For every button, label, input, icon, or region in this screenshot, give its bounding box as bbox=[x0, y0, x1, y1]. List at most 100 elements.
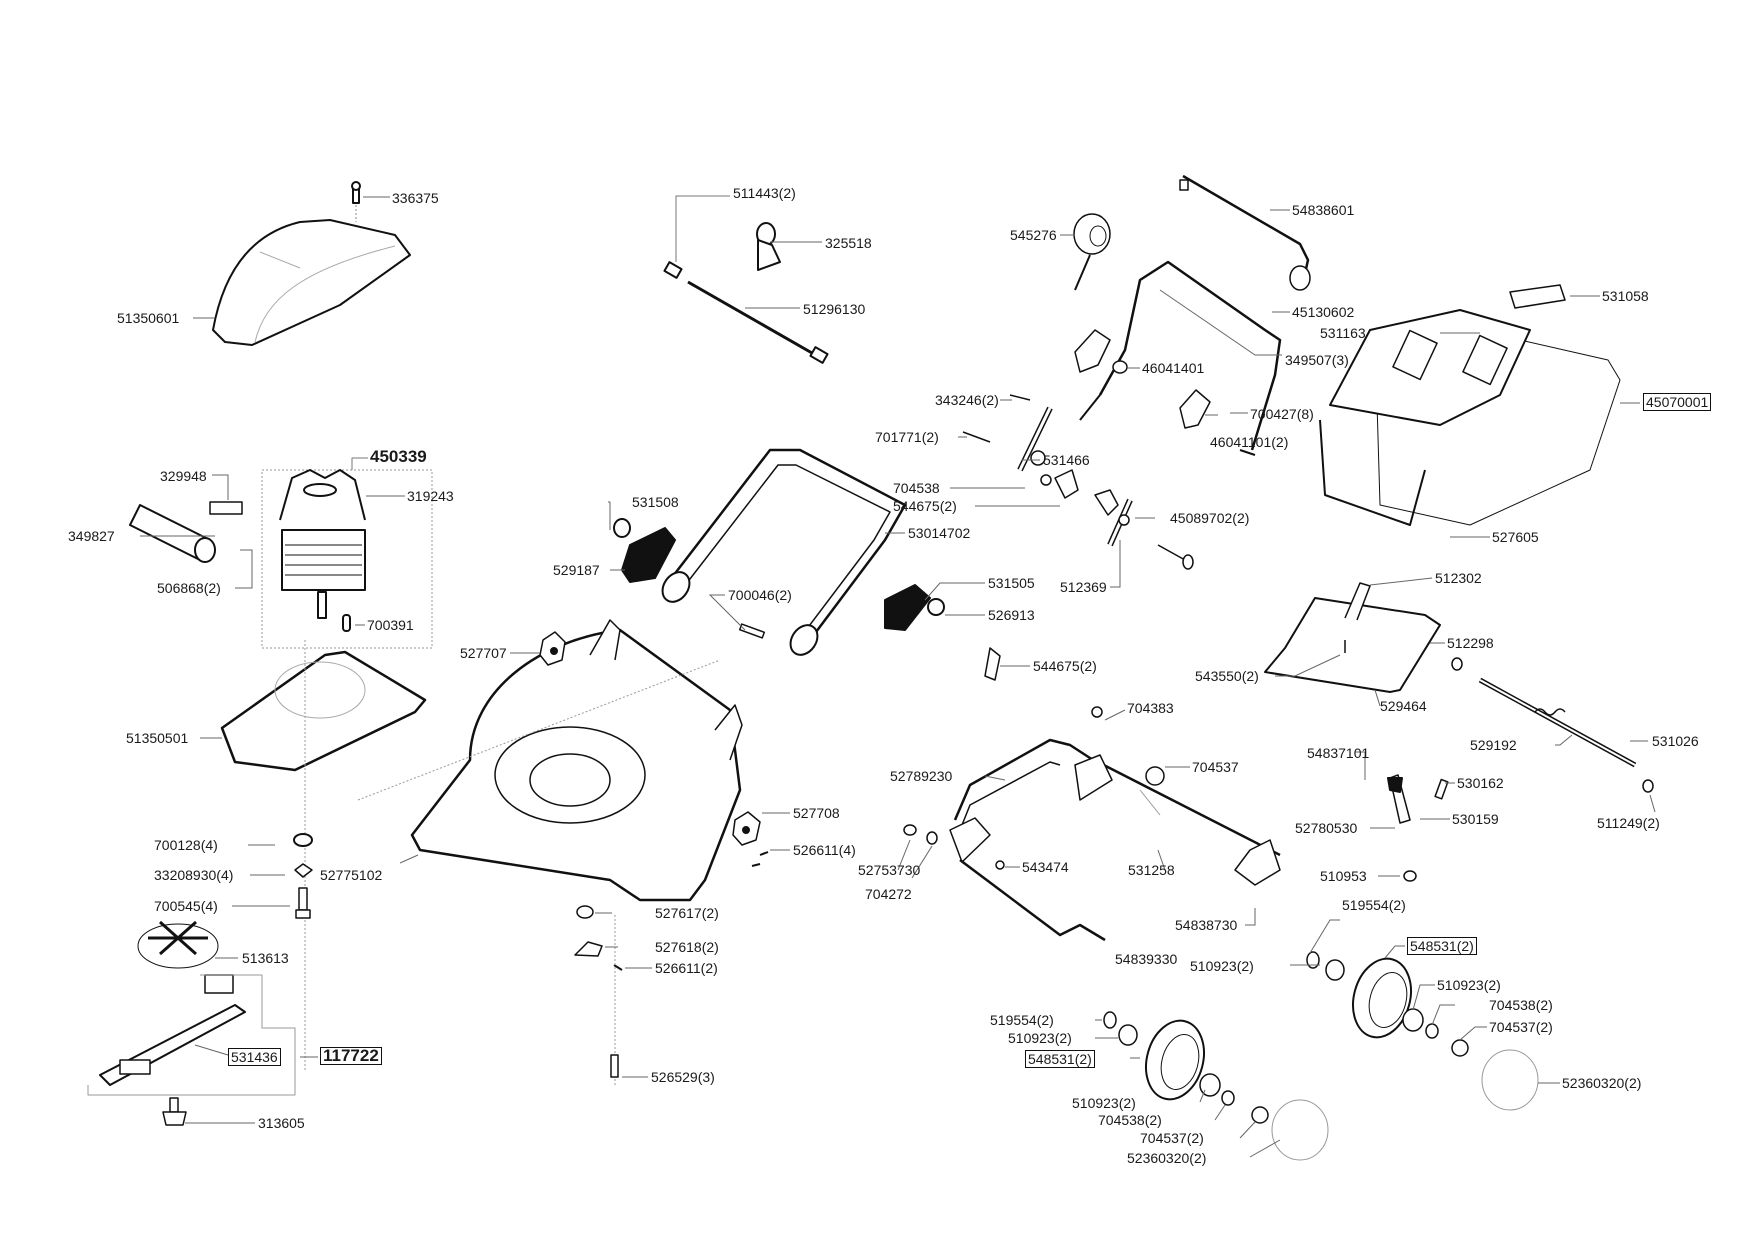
hinge-block-drawing bbox=[884, 584, 1001, 681]
label-handle-screw: 700046(2) bbox=[728, 587, 792, 603]
label-switch-knob: 531508 bbox=[632, 494, 679, 510]
height-frame-drawing bbox=[949, 738, 1281, 942]
label-safety-key: 325518 bbox=[825, 235, 872, 251]
cover-screw-drawing bbox=[351, 181, 361, 222]
label-cable: 51296130 bbox=[803, 301, 866, 317]
label-washer-704538: 704538 bbox=[893, 480, 940, 496]
label-hub-front-outer: 510923(2) bbox=[1072, 1095, 1136, 1111]
lower-handle-drawing bbox=[661, 448, 907, 656]
label-bolt-704383: 704383 bbox=[1127, 700, 1174, 716]
label-nut-511249: 511249(2) bbox=[1597, 815, 1660, 831]
label-pin-529464: 529464 bbox=[1380, 698, 1427, 714]
label-motor-housing: 51350501 bbox=[126, 730, 189, 746]
deck-small-parts-drawing bbox=[574, 851, 769, 1085]
label-washer-rear: 704538(2) bbox=[1489, 997, 1553, 1013]
label-bracket-527618: 527618(2) bbox=[655, 939, 719, 955]
label-hinge-cover-right: 527708 bbox=[793, 805, 840, 821]
label-wheel-rear: 548531(2) bbox=[1407, 937, 1477, 955]
blade-bolt-drawing bbox=[162, 1097, 187, 1126]
label-mid-tube: 45089702(2) bbox=[1170, 510, 1250, 526]
cable-pulley-drawing bbox=[1073, 213, 1111, 291]
label-bushing: 526913 bbox=[988, 607, 1035, 623]
label-nut-front: 704537(2) bbox=[1140, 1130, 1204, 1146]
label-blade-kit: 117722 bbox=[320, 1047, 382, 1065]
motor-housing-drawing bbox=[220, 640, 427, 1070]
bolt-drawing bbox=[295, 887, 311, 919]
rear-axle-drawing bbox=[1451, 657, 1654, 793]
label-key: 700391 bbox=[367, 617, 414, 633]
label-deck: 52775102 bbox=[320, 867, 383, 883]
label-switch-box: 529187 bbox=[553, 562, 600, 578]
label-axle-531026: 531026 bbox=[1652, 733, 1699, 749]
brush-holder-drawing bbox=[209, 501, 243, 515]
deck-drawing bbox=[357, 619, 743, 902]
motor-drawing bbox=[279, 469, 366, 632]
label-screw-530162: 530162 bbox=[1457, 775, 1504, 791]
blade-drawing bbox=[87, 974, 296, 1096]
label-lever-54837101: 54837101 bbox=[1307, 745, 1370, 761]
label-flap-handle: 512302 bbox=[1435, 570, 1482, 586]
label-cable-pulley: 545276 bbox=[1010, 227, 1057, 243]
nut-drawing bbox=[294, 863, 313, 878]
handle-clamps-drawing bbox=[962, 329, 1211, 570]
safety-key-drawing bbox=[756, 222, 781, 271]
label-blade-bolt: 313605 bbox=[258, 1115, 305, 1131]
label-grass-bag: 45070001 bbox=[1643, 393, 1712, 411]
label-hub-front-inner: 510923(2) bbox=[1008, 1030, 1072, 1046]
washer-drawing bbox=[293, 833, 313, 847]
label-washer-704272: 704272 bbox=[865, 886, 912, 902]
grass-bag-drawing bbox=[1319, 284, 1621, 526]
label-nut-704537: 704537 bbox=[1192, 759, 1239, 775]
label-bolt-52753730: 52753730 bbox=[858, 862, 921, 878]
cable-drawing bbox=[663, 195, 829, 364]
label-spring-rod: 529192 bbox=[1470, 737, 1517, 753]
label-washer-700128: 700128(4) bbox=[154, 837, 218, 853]
handle-screw-drawing bbox=[738, 623, 766, 639]
label-bearing-front: 519554(2) bbox=[990, 1012, 1054, 1028]
label-clamp-46041101: 46041101(2) bbox=[1210, 434, 1289, 450]
label-washer-front: 704538(2) bbox=[1098, 1112, 1162, 1128]
label-cap-rear: 52360320(2) bbox=[1562, 1075, 1642, 1091]
label-motor-assembly: 450339 bbox=[370, 447, 427, 466]
switch-box-drawing bbox=[613, 518, 676, 583]
label-nut-rear: 704537(2) bbox=[1489, 1019, 1553, 1035]
label-cap-front: 52360320(2) bbox=[1127, 1150, 1207, 1166]
label-clip-543474: 543474 bbox=[1022, 859, 1069, 875]
label-bag-frame-top: 531163 bbox=[1320, 325, 1366, 341]
label-hub-rear-outer: 510923(2) bbox=[1437, 977, 1501, 993]
label-clamp-lower: 544675(2) bbox=[1033, 658, 1097, 674]
label-motor-cover: 51350601 bbox=[117, 310, 180, 326]
label-wheel-front: 548531(2) bbox=[1025, 1050, 1095, 1068]
rear-wheel-drawing bbox=[1306, 951, 1539, 1111]
label-screw-543550: 543550(2) bbox=[1195, 668, 1259, 684]
label-cable-clip: 511443(2) bbox=[733, 185, 796, 201]
label-bearing-rear: 519554(2) bbox=[1342, 897, 1406, 913]
label-cable-clip-343246: 343246(2) bbox=[935, 392, 999, 408]
capacitor-drawing bbox=[129, 504, 216, 563]
label-screw-700545: 700545(4) bbox=[154, 898, 218, 914]
label-lever-plate: 52780530 bbox=[1295, 820, 1358, 836]
label-hub-rear-inner: 510923(2) bbox=[1190, 958, 1254, 974]
label-clip-527617: 527617(2) bbox=[655, 905, 719, 921]
label-clamp-544675-upper: 544675(2) bbox=[893, 498, 957, 514]
label-rear-flap: 512298 bbox=[1447, 635, 1494, 651]
label-hinge-cover-left: 527707 bbox=[460, 645, 507, 661]
label-bolt-701771: 701771(2) bbox=[875, 429, 939, 445]
label-cover-screw: 336375 bbox=[392, 190, 439, 206]
upper-handle-drawing bbox=[1079, 174, 1311, 456]
label-blade: 531436 bbox=[228, 1048, 281, 1066]
blade-hub-drawing bbox=[137, 920, 219, 969]
height-small-parts-drawing bbox=[903, 706, 1449, 882]
leader-lines bbox=[140, 196, 1656, 1158]
label-control-bar: 54838601 bbox=[1292, 202, 1355, 218]
label-connector: 506868(2) bbox=[157, 580, 221, 596]
label-screw-349507: 349507(3) bbox=[1285, 352, 1349, 368]
label-bag-handle: 531058 bbox=[1602, 288, 1649, 304]
label-height-frame: 52789230 bbox=[890, 768, 953, 784]
label-knob-531466: 531466 bbox=[1043, 452, 1090, 468]
label-pin-526529: 526529(3) bbox=[651, 1069, 715, 1085]
hinge-cover-drawing bbox=[539, 631, 761, 846]
label-spring-531258: 531258 bbox=[1128, 862, 1175, 878]
